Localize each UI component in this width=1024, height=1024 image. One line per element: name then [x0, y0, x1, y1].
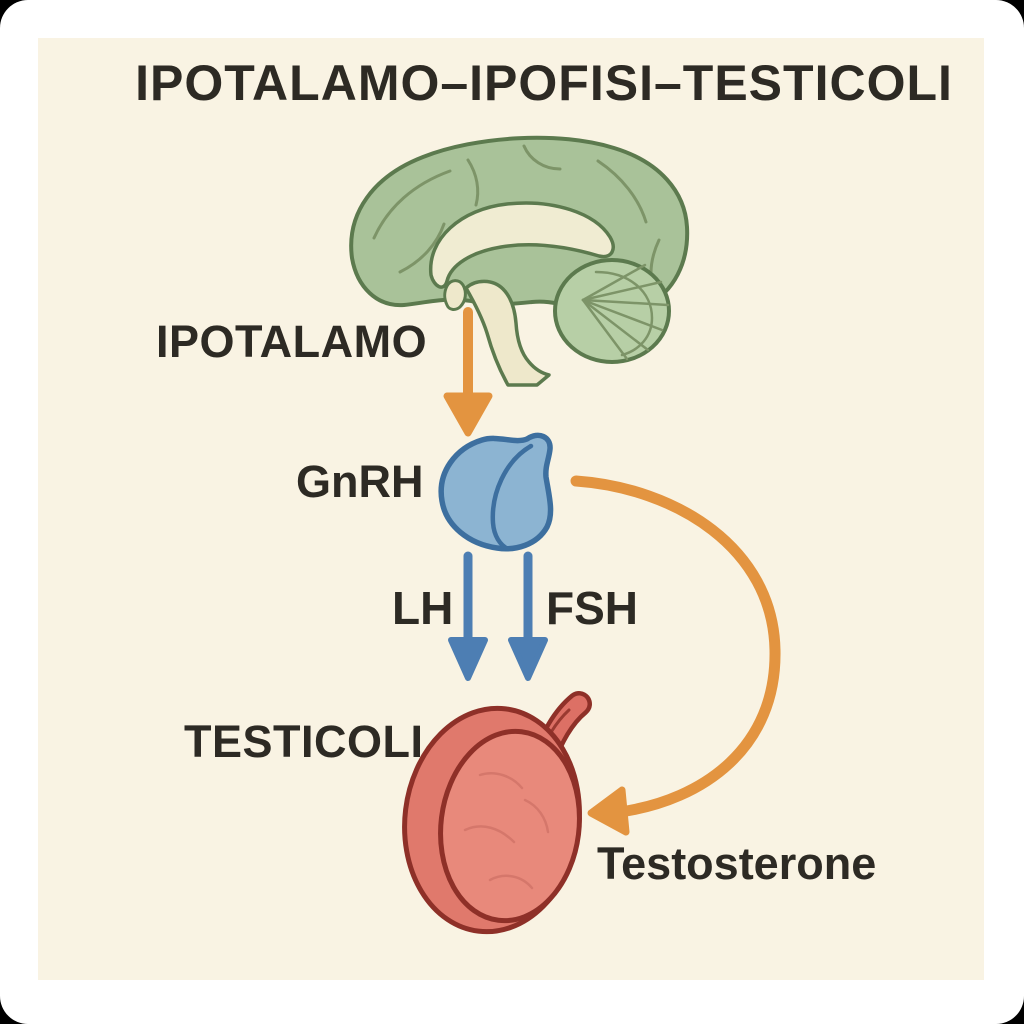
testosterone-label: Testosterone [597, 838, 877, 889]
pituitary-lobe-divider [490, 443, 534, 552]
lh-label: LH [392, 582, 454, 634]
gnrh-arrow [443, 307, 493, 437]
lh-arrow [448, 551, 488, 681]
testis-illustration [402, 691, 592, 935]
testis-texture-lines [463, 771, 550, 890]
fsh-arrow [508, 551, 548, 681]
corpus-callosum-shape [429, 201, 615, 289]
gnrh-label: GnRH [296, 456, 424, 507]
pituitary-stalk-shape [443, 279, 467, 311]
pituitary-illustration [438, 432, 554, 552]
hypothalamus-label: IPOTALAMO [156, 316, 428, 367]
diagram-title: IPOTALAMO–IPOFISI–TESTICOLI [135, 55, 953, 111]
testis-body-shape [438, 728, 582, 924]
brain-illustration [349, 135, 690, 387]
cerebellum-folia-lines [581, 263, 670, 361]
brainstem-shape [464, 279, 551, 387]
testes-label: TESTICOLI [184, 716, 424, 767]
fsh-label: FSH [546, 582, 638, 634]
testosterone-feedback-arrow [570, 475, 781, 836]
